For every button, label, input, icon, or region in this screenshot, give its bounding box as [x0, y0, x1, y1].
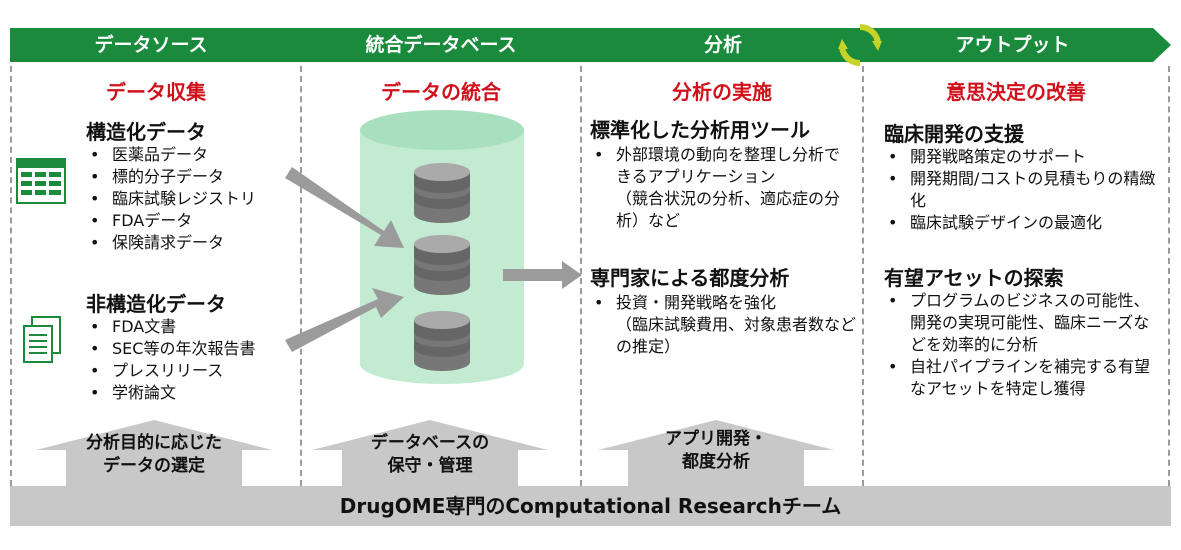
list-item: 外部環境の動向を整理し分析できるアプリケーション （競合状況の分析、適応症の分析… — [590, 144, 856, 232]
list-item: 医薬品データ — [86, 144, 256, 166]
up-arrow-db-maintenance: データベースの 保守・管理 — [312, 420, 548, 486]
column-title: データ収集 — [106, 80, 206, 104]
column-output: 意思決定の改善 臨床開発の支援 開発戦略策定のサポート 開発期間/コストの見積も… — [864, 66, 1168, 486]
header-integrated-db: 統合データベース — [290, 28, 592, 62]
list-item: 保険請求データ — [86, 232, 256, 254]
up-arrow-app-dev: アプリ開発・ 都度分析 — [598, 420, 834, 486]
up-arrow-shape — [36, 420, 272, 486]
unstructured-data-list: FDA文書 SEC等の年次報告書 プレスリリース 学術論文 — [86, 316, 255, 404]
standard-tools-list: 外部環境の動向を整理し分析できるアプリケーション （競合状況の分析、適応症の分析… — [590, 144, 856, 232]
header-data-source: データソース — [10, 28, 310, 62]
asset-search-list: プログラムのビジネスの可能性、開発の実現可能性、臨床ニーズなどを効率的に分析 自… — [884, 290, 1160, 400]
column-title: 分析の実施 — [672, 80, 772, 104]
header-label: 分析 — [703, 34, 742, 56]
list-item-note: （競合状況の分析、適応症の分析）など — [616, 189, 841, 230]
unstructured-data-heading: 非構造化データ — [86, 292, 226, 316]
standard-tools-heading: 標準化した分析用ツール — [590, 118, 810, 142]
list-item: 臨床試験デザインの最適化 — [884, 212, 1160, 234]
database-stack-icon — [414, 311, 470, 371]
list-item: プログラムのビジネスの可能性、開発の実現可能性、臨床ニーズなどを効率的に分析 — [884, 290, 1160, 356]
header-analysis: 分析 — [572, 28, 874, 62]
up-arrow-data-selection: 分析目的に応じた データの選定 — [36, 420, 272, 486]
structured-data-list: 医薬品データ 標的分子データ 臨床試験レジストリ FDAデータ 保険請求データ — [86, 144, 256, 254]
clinical-support-list: 開発戦略策定のサポート 開発期間/コストの見積もりの精緻化 臨床試験デザインの最… — [884, 146, 1160, 234]
cycle-arrows-icon — [838, 23, 882, 67]
clinical-support-heading: 臨床開発の支援 — [884, 122, 1024, 146]
header-chevron-shape — [854, 28, 1171, 62]
up-arrow-label: 分析目的に応じた データの選定 — [36, 432, 272, 478]
column-separator — [300, 66, 302, 486]
column-separator — [1168, 66, 1170, 486]
column-separator — [862, 66, 864, 486]
header-label: データソース — [94, 34, 208, 56]
expert-analysis-list: 投資・開発戦略を強化 （臨床試験費用、対象患者数などの推定） — [590, 292, 856, 358]
list-item: 開発期間/コストの見積もりの精緻化 — [884, 168, 1160, 212]
document-icon — [23, 316, 61, 363]
database-stack-icon — [414, 235, 470, 295]
list-item: FDAデータ — [86, 210, 256, 232]
list-item: 投資・開発戦略を強化 （臨床試験費用、対象患者数などの推定） — [590, 292, 856, 358]
up-arrow-label-line: 保守・管理 — [387, 456, 473, 476]
list-item: FDA文書 — [86, 316, 255, 338]
list-item-note: （臨床試験費用、対象患者数などの推定） — [616, 315, 857, 356]
spreadsheet-icon — [16, 158, 66, 204]
up-arrow-shape — [312, 420, 548, 486]
team-footer-bar: DrugOME専門のComputational Researchチーム — [10, 486, 1171, 526]
header-output: アウトプット — [854, 28, 1171, 62]
header-label: アウトプット — [955, 34, 1070, 56]
list-item: SEC等の年次報告書 — [86, 338, 255, 360]
up-arrow-label: アプリ開発・ 都度分析 — [598, 428, 834, 474]
database-cylinder — [360, 110, 524, 384]
list-item-text: 外部環境の動向を整理し分析できるアプリケーション — [616, 145, 841, 186]
footer-text: DrugOME専門のComputational Researchチーム — [339, 494, 842, 518]
column-title: データの統合 — [381, 80, 501, 104]
asset-search-heading: 有望アセットの探索 — [884, 266, 1064, 290]
structured-data-heading: 構造化データ — [86, 120, 206, 144]
up-arrow-label-line: データの選定 — [103, 456, 205, 476]
header-chevron-shape — [10, 28, 310, 62]
header-label: 統合データベース — [365, 34, 517, 56]
column-analysis: 分析の実施 標準化した分析用ツール 外部環境の動向を整理し分析できるアプリケーシ… — [582, 66, 862, 486]
up-arrow-label-line: 都度分析 — [682, 452, 750, 472]
header-chevron-shape — [290, 28, 592, 62]
up-arrow-label: データベースの 保守・管理 — [312, 432, 548, 478]
up-arrow-label-line: データベースの — [370, 433, 490, 453]
up-arrow-label-line: アプリ開発・ — [665, 429, 767, 449]
list-item: 自社パイプラインを補完する有望なアセットを特定し獲得 — [884, 356, 1160, 400]
up-arrow-shape — [598, 420, 834, 486]
up-arrow-label-line: 分析目的に応じた — [86, 433, 222, 453]
header-chevron-shape — [572, 28, 874, 62]
list-item-text: 投資・開発戦略を強化 — [616, 293, 777, 312]
list-item: プレスリリース — [86, 360, 255, 382]
list-item: 標的分子データ — [86, 166, 256, 188]
column-separator — [10, 66, 12, 486]
column-title: 意思決定の改善 — [946, 80, 1086, 104]
column-data-collection: データ収集 構造化データ 医薬品データ 標的分子データ 臨床試験レジストリ FD… — [12, 66, 300, 486]
expert-analysis-heading: 専門家による都度分析 — [590, 266, 790, 290]
list-item: 開発戦略策定のサポート — [884, 146, 1160, 168]
list-item: 学術論文 — [86, 382, 255, 404]
database-stack-icon — [414, 163, 470, 223]
list-item: 臨床試験レジストリ — [86, 188, 256, 210]
